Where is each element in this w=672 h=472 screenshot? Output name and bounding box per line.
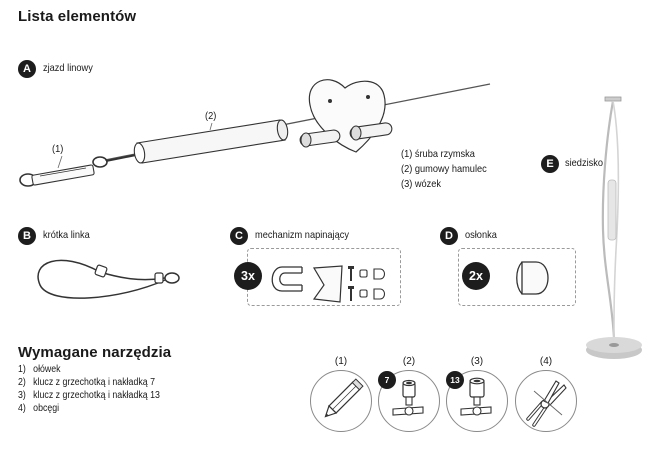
tool-num: 3) (18, 390, 26, 401)
callout-2: (2) (205, 110, 217, 122)
tool-label: ołówek (33, 364, 61, 375)
cover-box (458, 248, 576, 306)
tool-icon-num-3: (3) (470, 356, 484, 367)
pencil-icon (310, 370, 372, 432)
label-mechanizm-napinajacy: mechanizm napinający (255, 229, 349, 241)
label-siedzisko: siedzisko (565, 157, 604, 169)
tool-row-3: 3) klucz z grzechotką i nakładką 13 (18, 390, 160, 402)
badge-c: C (230, 227, 248, 245)
tool-row-2: 2) klucz z grzechotką i nakładką 7 (18, 377, 155, 389)
label-oslonka: osłonka (465, 229, 497, 241)
label-zjazd-linowy: zjazd linowy (43, 62, 93, 74)
badge-a: A (18, 60, 36, 78)
part-1: (1) śruba rzymska (401, 148, 475, 160)
page-title: Lista elementów (18, 8, 137, 25)
callout-1: (1) (52, 143, 64, 155)
badge-d: D (440, 227, 458, 245)
socket-wrench-7-icon (378, 370, 440, 432)
tool-num: 1) (18, 364, 26, 375)
part-3: (3) wózek (401, 178, 442, 190)
tool-icon-num-2: (2) (402, 356, 416, 367)
tool-label: klucz z grzechotką i nakładką 7 (33, 377, 155, 388)
trolley-icon (299, 79, 393, 153)
tool-label: klucz z grzechotką i nakładką 13 (33, 390, 160, 401)
socket-size-13-badge: 13 (446, 371, 464, 389)
part-2: (2) gumowy hamulec (401, 163, 487, 175)
tool-row-1: 1) ołówek (18, 364, 61, 376)
qty-3x: 3x (234, 262, 262, 290)
qty-2x: 2x (462, 262, 490, 290)
socket-size-7-badge: 7 (378, 371, 396, 389)
label-krotka-linka: krótka linka (43, 229, 90, 241)
tool-label: obcęgi (33, 403, 60, 414)
badge-b: B (18, 227, 36, 245)
tools-title: Wymagane narzędzia (18, 344, 172, 361)
tool-num: 4) (18, 403, 26, 414)
tool-icon-num-1: (1) (334, 356, 348, 367)
turnbuckle-icon (19, 154, 137, 187)
badge-e: E (541, 155, 559, 173)
rubber-brake-icon (133, 119, 289, 164)
tool-num: 2) (18, 377, 26, 388)
tool-icon-num-4: (4) (539, 356, 553, 367)
tool-row-4: 4) obcęgi (18, 403, 59, 415)
pliers-icon (515, 370, 577, 432)
